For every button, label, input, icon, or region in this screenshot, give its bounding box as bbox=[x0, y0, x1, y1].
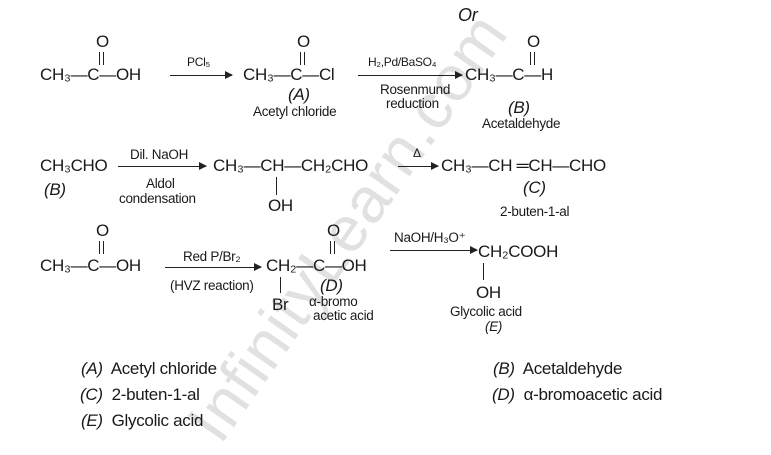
answer-e: (E) Glycolic acid bbox=[81, 412, 203, 429]
reaction-arrow bbox=[170, 71, 233, 79]
hydroxyl-group: OH bbox=[268, 196, 293, 215]
answer-tag: (A) bbox=[81, 359, 103, 378]
double-bond bbox=[300, 52, 305, 65]
glycolic-acid-formula: CH₂COOH bbox=[478, 242, 559, 261]
compound-name: Acetyl chloride bbox=[253, 104, 337, 119]
single-bond bbox=[280, 277, 281, 293]
reaction-arrow bbox=[165, 263, 262, 271]
carbonyl-oxygen: O bbox=[327, 221, 340, 240]
reaction-name: reduction bbox=[386, 96, 439, 111]
answer-name: Acetyl chloride bbox=[110, 359, 217, 378]
single-bond bbox=[276, 177, 277, 195]
answer-tag: (C) bbox=[80, 385, 103, 404]
compound-tag-b: (B) bbox=[44, 180, 66, 199]
aldol-formula: CH₃—CH—CH₂CHO bbox=[213, 156, 369, 175]
hydroxyl-group: OH bbox=[476, 283, 501, 302]
reaction-arrow bbox=[118, 162, 207, 170]
acetaldehyde-formula: CH₃—C—H bbox=[465, 65, 553, 84]
compound-name: Glycolic acid bbox=[450, 304, 522, 319]
carbonyl-oxygen: O bbox=[527, 32, 540, 51]
bromine-atom: Br bbox=[272, 295, 289, 314]
reaction-arrow bbox=[358, 71, 463, 79]
compound-tag-d: (D) bbox=[320, 276, 343, 295]
reaction-name: condensation bbox=[119, 191, 196, 206]
or-label: Or bbox=[458, 5, 478, 25]
reaction-arrow bbox=[390, 246, 478, 254]
answer-tag: (E) bbox=[81, 411, 103, 430]
heat-symbol: Δ bbox=[413, 146, 421, 160]
crotonaldehyde-formula: CH₃—CH ═CH—CHO bbox=[441, 156, 606, 175]
compound-name: acetic acid bbox=[313, 308, 374, 323]
acetic-acid-formula: CH₃—C—OH bbox=[40, 65, 141, 84]
reagent-pcl5: PCl₅ bbox=[187, 55, 210, 69]
answer-tag: (B) bbox=[493, 359, 515, 378]
compound-tag-e: (E) bbox=[485, 319, 503, 334]
answer-name: 2-buten-1-al bbox=[111, 385, 200, 404]
carbonyl-oxygen: O bbox=[297, 32, 310, 51]
acetic-acid-formula: CH₃—C—OH bbox=[40, 256, 141, 275]
compound-tag-a: (A) bbox=[288, 85, 310, 104]
reaction-name: Rosenmund bbox=[380, 82, 451, 97]
reaction-name: (HVZ reaction) bbox=[170, 278, 254, 293]
answer-c: (C) 2-buten-1-al bbox=[80, 386, 200, 403]
reagent-dil-naoh: Dil. NaOH bbox=[130, 147, 189, 162]
carbonyl-oxygen: O bbox=[96, 32, 109, 51]
single-bond bbox=[483, 263, 484, 280]
double-bond bbox=[99, 52, 104, 65]
carbonyl-oxygen: O bbox=[96, 221, 109, 240]
answer-name: Glycolic acid bbox=[111, 411, 204, 430]
compound-tag-c: (C) bbox=[523, 178, 546, 197]
answer-a: (A) Acetyl chloride bbox=[81, 360, 217, 377]
compound-tag-b: (B) bbox=[508, 98, 530, 117]
reagent-rosenmund: H₂,Pd/BaSO₄ bbox=[368, 55, 437, 69]
answer-name: α-bromoacetic acid bbox=[523, 385, 663, 404]
compound-name: 2-buten-1-al bbox=[500, 204, 570, 219]
compound-name: α-bromo bbox=[309, 294, 358, 309]
compound-name: Acetaldehyde bbox=[482, 116, 561, 131]
double-bond bbox=[330, 241, 335, 254]
reagent-red-p-br2: Red P/Br₂ bbox=[183, 249, 241, 264]
answer-b: (B) Acetaldehyde bbox=[493, 360, 622, 377]
reaction-name: Aldol bbox=[146, 176, 175, 191]
acetyl-chloride-formula: CH₃—C—Cl bbox=[243, 65, 335, 84]
double-bond bbox=[99, 241, 104, 254]
bromoacetic-acid-formula: CH₂—C—OH bbox=[266, 256, 367, 275]
reaction-arrow bbox=[398, 162, 439, 170]
answer-d: (D) α-bromoacetic acid bbox=[492, 386, 662, 403]
answer-tag: (D) bbox=[492, 385, 515, 404]
double-bond bbox=[530, 52, 535, 65]
answer-name: Acetaldehyde bbox=[522, 359, 623, 378]
reagent-naoh-h3o: NaOH/H₃O⁺ bbox=[394, 230, 466, 245]
acetaldehyde-formula: CH₃CHO bbox=[40, 156, 108, 175]
